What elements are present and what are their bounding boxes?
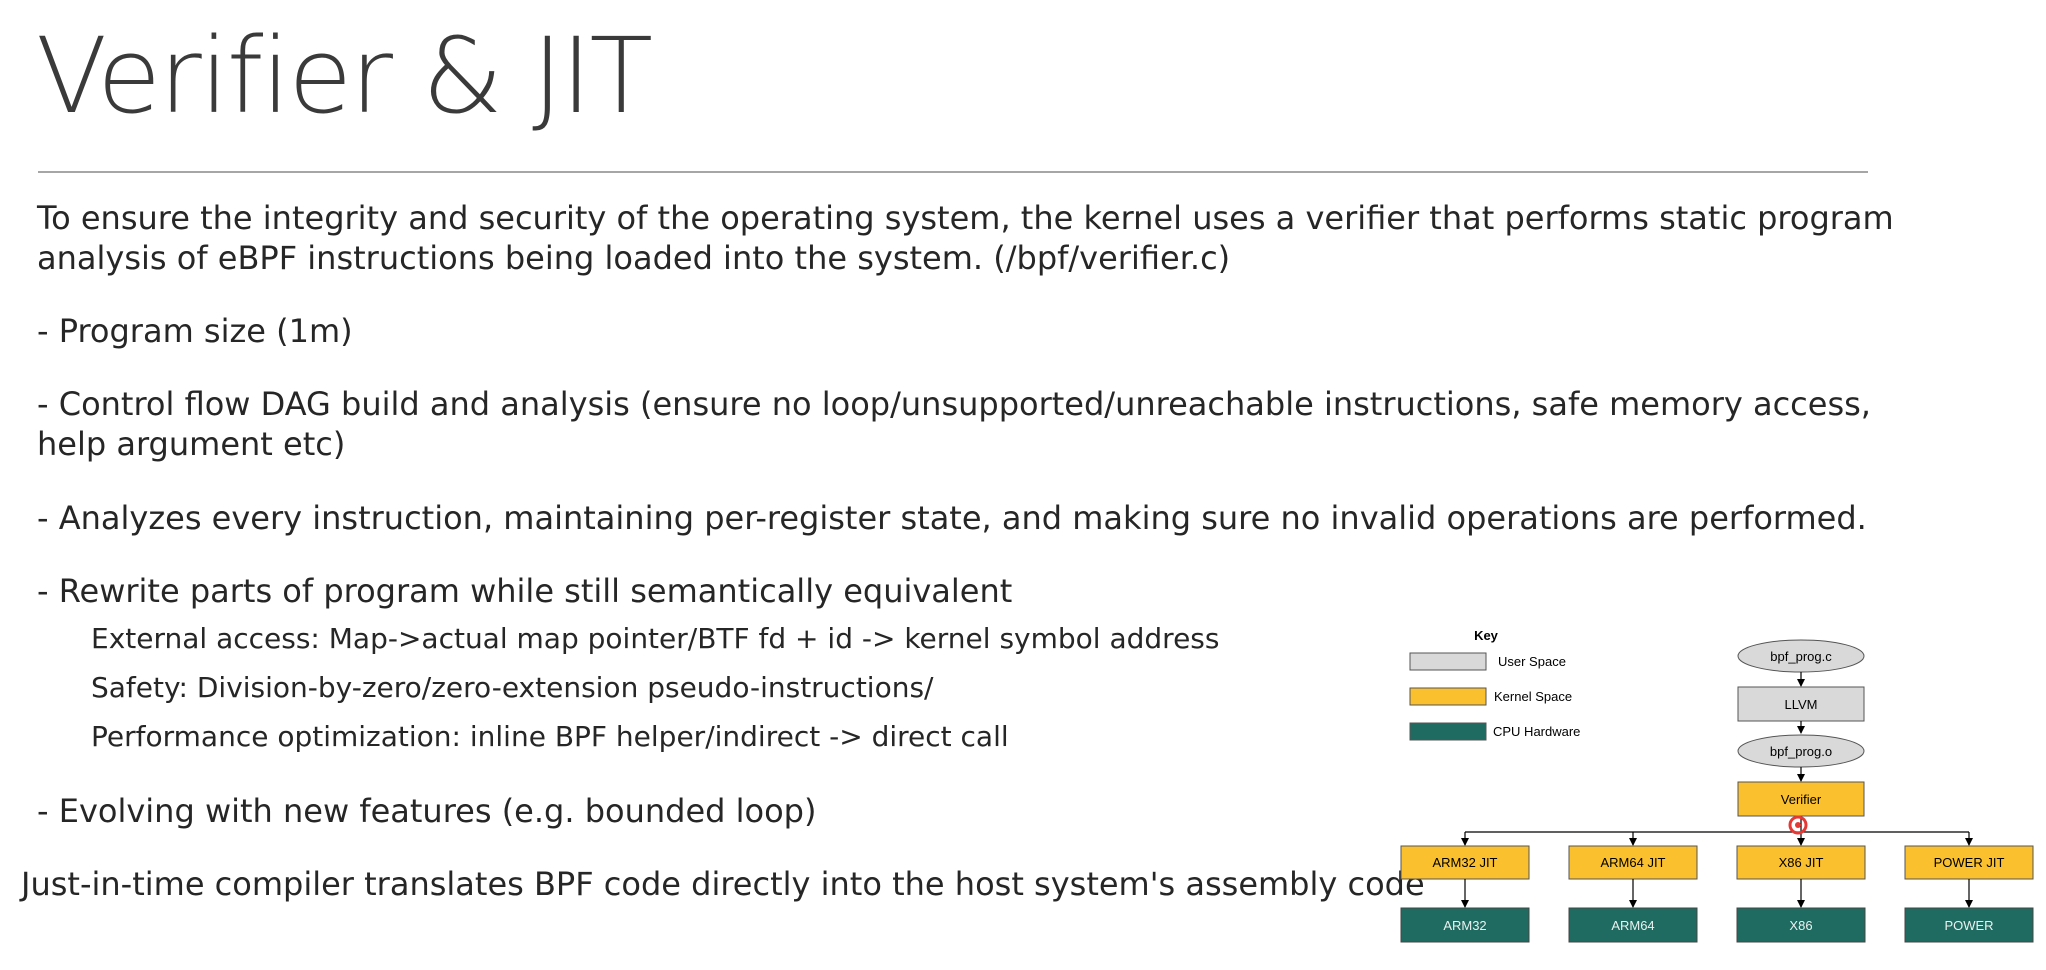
node-power-jit-label: POWER JIT (1934, 855, 2005, 870)
node-arm32-jit (1400, 845, 1530, 880)
node-arm64-jit (1568, 845, 1698, 880)
node-x86-jit-label: X86 JIT (1779, 855, 1824, 870)
key-label-user-space: User Space (1498, 654, 1566, 669)
rewrite-sub-performance: Performance optimization: inline BPF hel… (91, 720, 1009, 753)
title-divider (38, 171, 1868, 173)
bullet-control-flow-line-2: help argument etc) (37, 425, 346, 463)
bullet-evolving: - Evolving with new features (e.g. bound… (37, 792, 817, 830)
node-arm64-jit-label: ARM64 JIT (1600, 855, 1665, 870)
node-llvm-label: LLVM (1785, 697, 1818, 712)
slide-title: Verifier & JIT (36, 15, 653, 137)
key-label-kernel-space: Kernel Space (1494, 689, 1572, 704)
node-power-label: POWER (1944, 918, 1993, 933)
diagram-key: Key User Space Kernel Space CPU Hardware (1409, 628, 1580, 741)
node-bpf-prog-o-label: bpf_prog.o (1770, 744, 1832, 759)
key-swatch-kernel-space (1409, 687, 1487, 706)
node-arm32-jit-label: ARM32 JIT (1432, 855, 1497, 870)
intro-line-1: To ensure the integrity and security of … (37, 199, 1894, 237)
jit-description: Just-in-time compiler translates BPF cod… (21, 865, 1425, 903)
key-label-cpu-hardware: CPU Hardware (1493, 724, 1580, 739)
key-swatch-user-space (1409, 652, 1487, 671)
bullet-control-flow-line-1: - Control flow DAG build and analysis (e… (37, 385, 1871, 423)
node-power (1904, 907, 2034, 943)
intro-line-2: analysis of eBPF instructions being load… (37, 239, 1231, 277)
rewrite-sub-external-access: External access: Map->actual map pointer… (91, 622, 1220, 655)
key-title: Key (1474, 628, 1499, 643)
node-x86 (1736, 907, 1866, 943)
bullet-program-size: - Program size (1m) (37, 312, 353, 350)
cursor-ring (1788, 815, 1808, 835)
cursor-dot (1795, 822, 1801, 828)
node-arm64-label: ARM64 (1611, 918, 1654, 933)
node-x86-label: X86 (1789, 918, 1812, 933)
bullet-rewrite: - Rewrite parts of program while still s… (37, 572, 1013, 610)
node-arm64 (1568, 907, 1698, 943)
node-bpf-prog-c-label: bpf_prog.c (1770, 649, 1832, 664)
node-verifier-label: Verifier (1781, 792, 1822, 807)
node-arm32 (1400, 907, 1530, 943)
node-arm32-label: ARM32 (1443, 918, 1486, 933)
mouse-cursor-indicator (1788, 815, 1808, 835)
bullet-analyzes: - Analyzes every instruction, maintainin… (37, 499, 1867, 537)
key-swatch-cpu-hardware (1409, 722, 1487, 741)
rewrite-sub-safety: Safety: Division-by-zero/zero-extension … (91, 671, 934, 704)
bpf-pipeline-diagram: Key User Space Kernel Space CPU Hardware… (1380, 620, 2046, 970)
node-llvm (1737, 686, 1865, 722)
